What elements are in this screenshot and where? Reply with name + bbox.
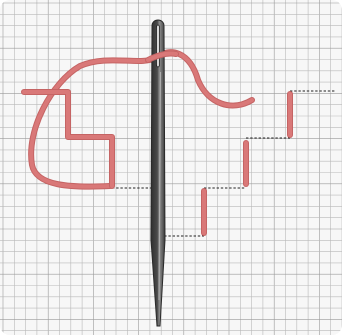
needle-eye xyxy=(157,25,160,67)
